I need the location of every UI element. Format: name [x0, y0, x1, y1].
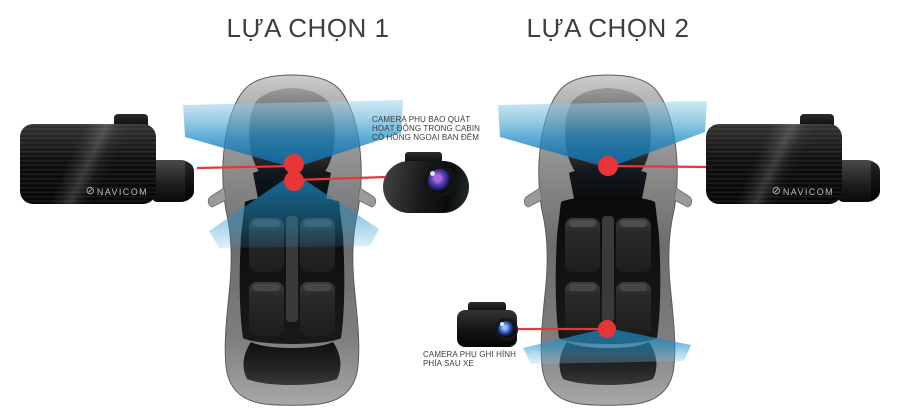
- dashcam-gloss: [20, 124, 156, 204]
- rear-camera-label-line1: CAMERA PHỤ GHI HÌNH: [423, 350, 517, 359]
- navicom-logo: ⊘ NAVICOM: [772, 186, 834, 197]
- navicom-logo-icon: ⊘: [771, 185, 781, 197]
- dashcam-option-2: ⊘ NAVICOM: [706, 114, 886, 208]
- navicom-brand-text: NAVICOM: [782, 186, 834, 197]
- dashcam-mount: [800, 114, 834, 127]
- cabin-camera-label-line1: CAMERA PHỤ BAO QUÁT: [372, 115, 471, 124]
- front-beam-option-1: [183, 100, 403, 168]
- connector-front-cam-option-2: [607, 164, 709, 169]
- cabin-camera-label: CAMERA PHỤ BAO QUÁT HOẠT ĐỘNG TRONG CABI…: [372, 115, 522, 142]
- mount-dot-front-option-2: [598, 156, 618, 176]
- connector-front-cam-option-1: [196, 164, 295, 170]
- cabin-camera-label-line2: HOẠT ĐỘNG TRONG CABIN: [372, 124, 481, 133]
- dashcam-lens-barrel: [838, 160, 880, 202]
- dashcam-body: ⊘ NAVICOM: [20, 124, 156, 204]
- rear-camera-label: CAMERA PHỤ GHI HÌNH PHÍA SAU XE: [423, 350, 573, 368]
- dashcam-body: ⊘ NAVICOM: [706, 124, 842, 204]
- cabin-beam-option-1: [209, 173, 379, 248]
- rear-camera-lens: [495, 318, 518, 341]
- dashcam-rib-texture: [706, 124, 842, 204]
- front-beam-option-2: [498, 101, 707, 168]
- rear-beam-option-2: [523, 328, 691, 364]
- navicom-brand-text: NAVICOM: [96, 186, 148, 197]
- mount-dot-rear-option-2: [598, 320, 616, 338]
- rear-camera-label-line2: PHÍA SAU XE: [423, 359, 474, 368]
- connector-cabin-cam-option-1: [293, 175, 386, 182]
- dashcam-lens-cap: [185, 162, 194, 200]
- dashcam-lens-barrel: [152, 160, 194, 202]
- navicom-logo: ⊘ NAVICOM: [86, 186, 148, 197]
- rear-camera-bracket: [468, 302, 506, 312]
- dashcam-mount: [114, 114, 148, 127]
- cabin-camera-lens-glint: [430, 171, 435, 176]
- cabin-camera-lens: [424, 165, 456, 197]
- mount-dot-front-option-1: [284, 154, 304, 174]
- mount-dot-cabin-option-1: [284, 171, 304, 191]
- dashcam-option-1: ⊘ NAVICOM: [20, 114, 200, 208]
- rear-camera-lens-glint: [500, 322, 504, 326]
- dashcam-gloss: [706, 124, 842, 204]
- dashcam-lens-cap: [871, 162, 880, 200]
- navicom-logo-icon: ⊘: [85, 185, 95, 197]
- cabin-camera-bracket: [405, 152, 442, 163]
- dashcam-rib-texture: [20, 124, 156, 204]
- option-2-title: LỰA CHỌN 2: [526, 13, 690, 43]
- cabin-camera-label-line3: CÓ HỒNG NGOẠI BAN ĐÊM: [372, 133, 479, 142]
- option-1-title: LỰA CHỌN 1: [226, 13, 390, 43]
